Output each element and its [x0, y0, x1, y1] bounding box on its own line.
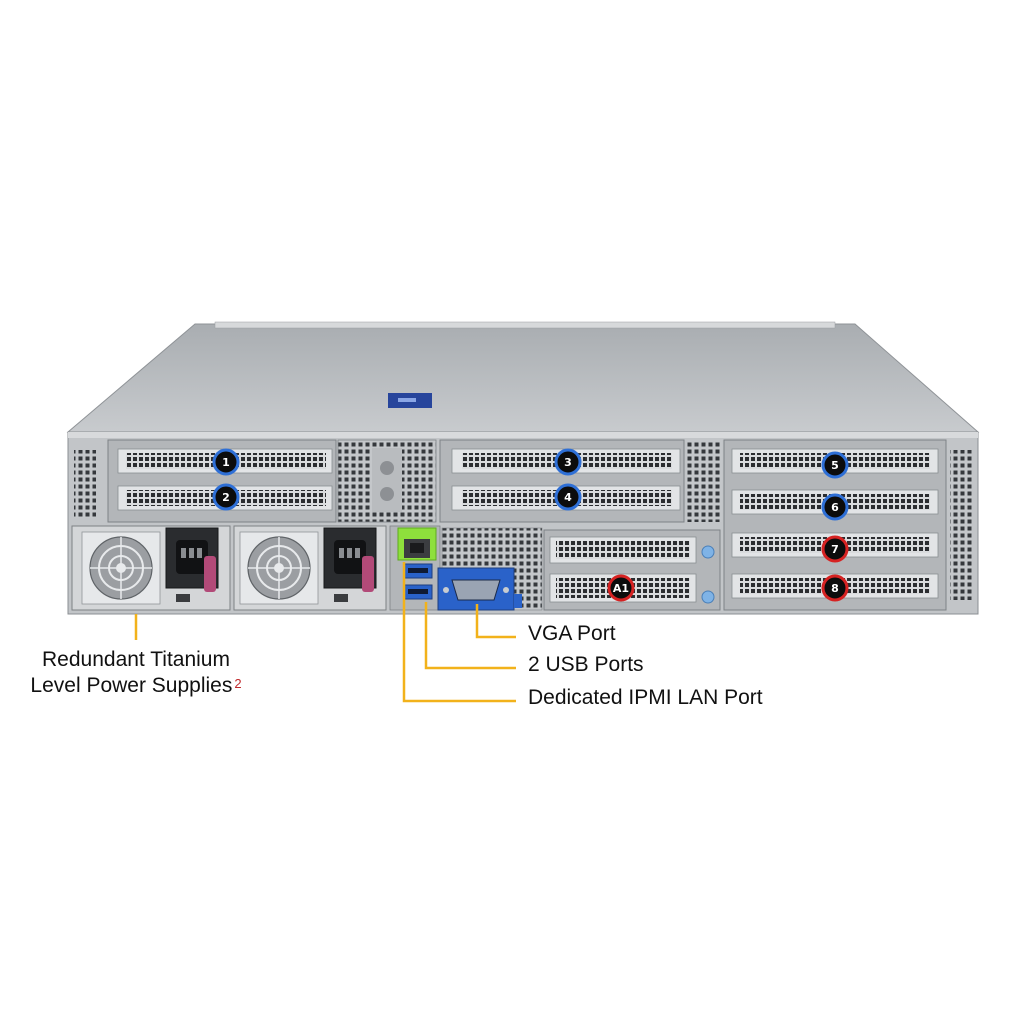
slot-badge-8: 8: [821, 574, 849, 602]
chassis-top: [66, 321, 980, 433]
slot-badge-6: 6: [821, 493, 849, 521]
center-vent-area: [337, 439, 437, 523]
ipmi-callout-label: Dedicated IPMI LAN Port: [528, 686, 763, 709]
slot-badges: 1 2 3 4 5 6 7 8 A1: [212, 448, 849, 602]
slot-badge-7: 7: [821, 535, 849, 563]
slot-badge-circle: [212, 483, 240, 511]
slot-badge-circle: [554, 483, 582, 511]
usb-callout-label: 2 USB Ports: [528, 653, 644, 676]
pcie-slot-group-center: [439, 439, 722, 523]
slot-badge-label: 4: [564, 491, 572, 504]
slot-badge-circle: [821, 493, 849, 521]
slot-badge-circle: [821, 574, 849, 602]
slot-badge-circle: [607, 574, 635, 602]
slot-badge-label: 1: [222, 456, 230, 469]
slot-badge-circle: [821, 451, 849, 479]
slot-badge-circle: [821, 535, 849, 563]
power-supply-2: [233, 525, 387, 611]
psu-label-line1: Redundant Titanium: [42, 648, 230, 671]
psu-release-latch: [204, 556, 216, 592]
callout-lines: [134, 562, 516, 703]
slot-badge-5: 5: [821, 451, 849, 479]
slot-badge-label: 6: [831, 501, 839, 514]
vga-callout-label: VGA Port: [528, 622, 616, 645]
slot-badge-3: 3: [554, 448, 582, 476]
slot-badge-a1: A1: [607, 574, 635, 602]
ipmi-callout-line: [402, 562, 516, 703]
psu-footnote-marker: 2: [234, 676, 242, 691]
slot-badge-4: 4: [554, 483, 582, 511]
slot-badge-circle: [212, 448, 240, 476]
slot-badge-label: A1: [613, 582, 629, 595]
slot-badge-2: 2: [212, 483, 240, 511]
slot-badge-1: 1: [212, 448, 240, 476]
slot-badge-label: 3: [564, 456, 572, 469]
io-panel: [389, 525, 522, 611]
psu-label-line2: Level Power Supplies: [30, 674, 233, 697]
psu-release-latch: [362, 556, 374, 592]
power-supply-1: [71, 525, 231, 611]
vga-callout-line: [475, 604, 516, 639]
slot-badge-label: 8: [831, 582, 839, 595]
slot-badge-label: 5: [831, 459, 839, 472]
usb-callout-line: [424, 602, 516, 670]
slot-badge-label: 2: [222, 491, 230, 504]
slot-badge-circle: [554, 448, 582, 476]
slot-badge-label: 7: [831, 543, 839, 556]
